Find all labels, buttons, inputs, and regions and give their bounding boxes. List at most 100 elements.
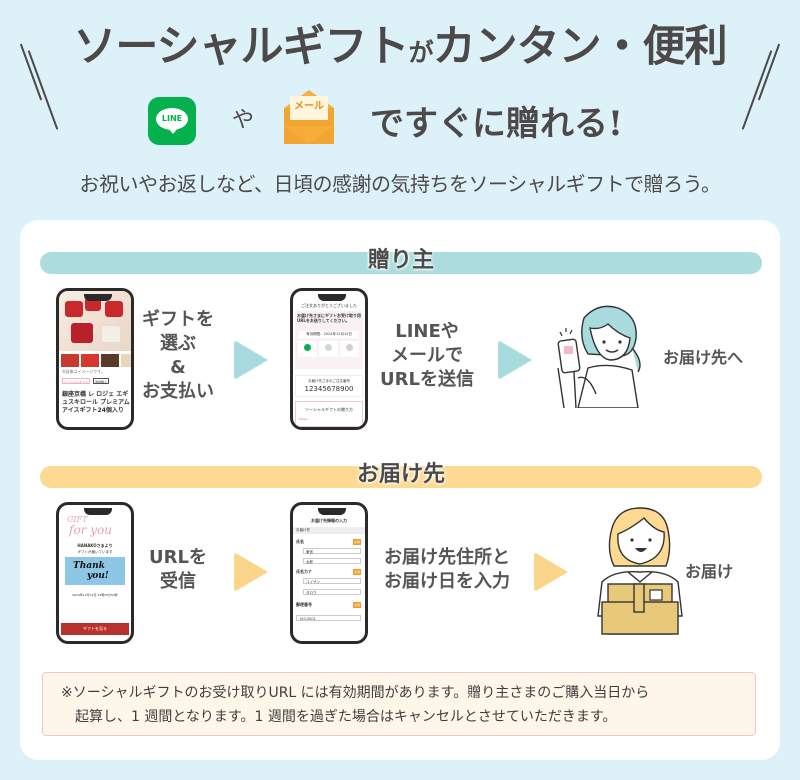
phone-screen: ※画像はイメージです。 ソーシャルギフト 通常購入 銀座京橋 レ ロジェ エギュ… <box>59 291 131 427</box>
line-icon-label: LINE <box>156 108 188 130</box>
field-label-kana: 氏名カナ <box>296 569 312 574</box>
line-share-button[interactable] <box>298 341 317 357</box>
required-badge: 必須 <box>353 539 362 545</box>
message-box <box>295 311 363 369</box>
sender-step1-text: ギフトを 選ぶ & お支払い <box>138 308 218 404</box>
gift-deadline: 2024年12月12日 23時59分59秒 <box>72 593 118 597</box>
phone-send-url: ご注文ありがとうございました お届け先さまにギフトお受け取り用URLをお送りして… <box>290 288 368 430</box>
card-text-2: you! <box>87 571 109 581</box>
gift-title-2: for you <box>69 523 112 537</box>
sender-name: HANAKOさまより <box>77 543 113 548</box>
phone-notch <box>318 294 346 301</box>
recipient-step3-text: お届け <box>674 560 744 584</box>
guide-box <box>295 401 363 427</box>
postal-field[interactable]: 150-0001 <box>296 615 361 621</box>
person-with-phone-illustration <box>557 305 641 408</box>
mail-icon-label: メール <box>290 96 328 120</box>
hero-title-part1: ソーシャルギフト <box>73 22 409 72</box>
product-cup-1 <box>65 301 83 317</box>
product-cup-5 <box>101 325 121 343</box>
sender-section-title: 贈り主 <box>367 248 434 273</box>
recipient-section-band: お届け先 <box>40 462 762 488</box>
hero-row2-text: ですぐに贈れる! <box>370 104 623 144</box>
mail-share-button[interactable] <box>319 341 338 357</box>
connector-text: や <box>232 108 255 133</box>
form-header: お届け先情報の入力 <box>311 518 347 523</box>
sender-step2-text: LINEや メールで URLを送信 <box>372 320 482 392</box>
arrow-right-icon <box>234 552 268 592</box>
hero-subtitle: お祝いやお返しなど、日頃の感謝の気持ちをソーシャルギフトで贈ろう。 <box>79 172 721 196</box>
name-field-1[interactable]: 東宮 <box>303 548 361 554</box>
send-message: お届け先さまにギフトお受け取り用URLをお送りしてください。 <box>297 313 361 323</box>
required-badge: 必須 <box>353 569 362 575</box>
sender-step3-text: お届け先へ <box>648 346 758 370</box>
guide-title: ソーシャルギフトの贈り方 <box>305 407 353 412</box>
view-gift-label: ギフトを見る <box>83 626 107 631</box>
hero-title-small: が <box>408 38 434 67</box>
text-line: URLを <box>149 547 207 568</box>
arrow-right-icon <box>234 340 268 380</box>
text-line: & <box>170 357 186 378</box>
product-name: 銀座京橋 レ ロジェ エギュスキロール プレミアムアイスギフト24個入り <box>62 391 130 414</box>
field-label-name: 氏名 <box>296 539 304 544</box>
text-line: お届け日を入力 <box>384 571 510 592</box>
hero-banner: ソーシャルギフトがカンタン・便利 LINE や メール ですぐに贈れる! <box>0 0 800 150</box>
person-with-package-illustration <box>597 507 683 635</box>
form-section: お届け先 <box>293 527 365 534</box>
guide-step: Step1 <box>299 417 308 421</box>
kana-field-2[interactable]: タロウ <box>303 589 361 595</box>
phone-notch <box>84 294 112 301</box>
line-app-icon: LINE <box>148 97 196 145</box>
flow-card: 贈り主 ※画像はイメージです。 ソーシャルギフト 通常購入 銀座京橋 レ ロジェ… <box>20 220 780 760</box>
text-line: 選ぶ <box>160 333 196 354</box>
hero-row2: LINE や メール ですぐに贈れる! <box>0 90 800 146</box>
text-line: メールで <box>391 345 463 366</box>
field-label-postal: 郵便番号 <box>296 602 312 607</box>
product-cup-4 <box>71 323 93 343</box>
gift-title-1: GIFT <box>67 515 88 524</box>
notice-line-1: ※ソーシャルギフトのお受け取りURL には有効期間があります。贈り主さまのご購入… <box>61 685 650 701</box>
thumb-3 <box>101 354 119 367</box>
recipient-section-title: お届け先 <box>356 462 445 487</box>
recipient-step2-text: お届け先住所と お届け日を入力 <box>372 546 522 594</box>
card-text-1: Thank <box>73 561 105 571</box>
deadline-box: 有効期限：2024年12月12日 <box>299 331 359 338</box>
thank-you-text: Thank you! <box>73 561 109 581</box>
text-line: お届け先へ <box>662 348 743 367</box>
line-bubble-tail <box>168 128 178 134</box>
phone-gift-select: ※画像はイメージです。 ソーシャルギフト 通常購入 銀座京橋 レ ロジェ エギュ… <box>56 288 134 430</box>
normal-purchase-button: 通常購入 <box>93 378 109 384</box>
mail-fold <box>284 126 334 144</box>
thumb-4 <box>121 354 131 367</box>
validity-notice: ※ソーシャルギフトのお受け取りURL には有効期間があります。贈り主さまのご購入… <box>42 672 756 736</box>
thanks-header: ご注文ありがとうございました <box>301 303 357 308</box>
phone-screen: GIFT for you HANAKOさまより ギフトが届いています Thank… <box>59 505 131 641</box>
phone-notch <box>318 508 346 515</box>
product-cup-3 <box>105 301 123 317</box>
recipient-step1-text: URLを 受信 <box>138 546 218 594</box>
text-line: お支払い <box>142 381 214 402</box>
text-line: お届け <box>684 562 733 581</box>
order-label: お届け先さまのご注文番号 <box>308 379 350 383</box>
text-line: LINEや <box>395 321 459 342</box>
phone-address-form: お届け先情報の入力 お届け先 氏名 必須 東宮 太郎 氏名カナ 必須 ユイザン … <box>290 502 368 644</box>
text-line: お届け先住所と <box>384 547 510 568</box>
mail-envelope-icon: メール <box>284 90 334 144</box>
social-gift-button: ソーシャルギフト <box>62 378 90 384</box>
kana-field-1[interactable]: ユイザン <box>303 578 361 584</box>
view-gift-button[interactable]: ギフトを見る <box>61 623 129 635</box>
hero-title: ソーシャルギフトがカンタン・便利 <box>0 26 800 69</box>
phone-notch <box>84 508 112 515</box>
arrow-right-icon <box>534 552 568 592</box>
thank-you-card <box>65 557 125 585</box>
phone-screen: ご注文ありがとうございました お届け先さまにギフトお受け取り用URLをお送りして… <box>293 291 365 427</box>
sender-section-band: 贈り主 <box>40 248 762 274</box>
order-number: 12345678900 <box>304 385 354 393</box>
sender-sub: ギフトが届いています <box>77 550 113 554</box>
name-field-2[interactable]: 太郎 <box>303 558 361 564</box>
hero-title-part2: カンタン・便利 <box>432 22 728 72</box>
thumb-1 <box>61 354 79 367</box>
order-box <box>295 375 363 397</box>
thumb-2 <box>81 354 99 367</box>
copy-url-button[interactable] <box>340 341 359 357</box>
